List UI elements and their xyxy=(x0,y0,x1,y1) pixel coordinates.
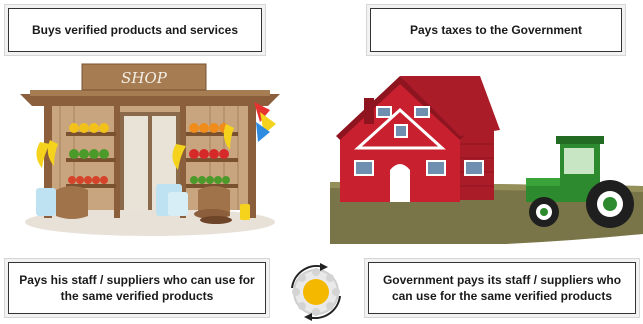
box-pays-staff-text: Pays his staff / suppliers who can use f… xyxy=(19,272,255,303)
box-government-pays-text: Government pays its staff / suppliers wh… xyxy=(382,272,622,303)
shop-sign: SHOP xyxy=(121,69,168,87)
box-buys-products: Buys verified products and services xyxy=(8,8,262,52)
shop-illustration: SHOP xyxy=(20,63,280,236)
box-government-pays: Government pays its staff / suppliers wh… xyxy=(368,262,636,314)
box-pays-staff: Pays his staff / suppliers who can use f… xyxy=(8,262,266,314)
box-buys-products-text: Buys verified products and services xyxy=(31,22,239,37)
barn-tractor-illustration xyxy=(330,76,643,244)
box-pays-taxes: Pays taxes to the Government xyxy=(370,8,622,52)
tractor xyxy=(526,136,634,228)
cycle-icon xyxy=(291,263,341,321)
box-pays-taxes-text: Pays taxes to the Government xyxy=(409,22,583,37)
